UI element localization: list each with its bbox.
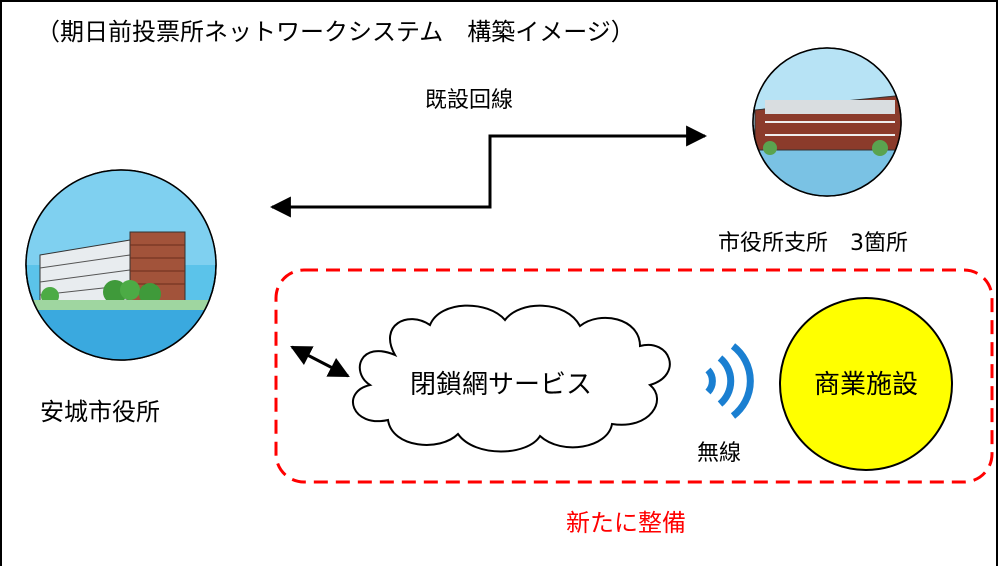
branch-office-image <box>752 47 902 197</box>
city-hall-label: 安城市役所 <box>40 398 160 426</box>
closed-network-label: 閉鎖網サービス <box>410 370 592 400</box>
closed-network-connector <box>290 345 350 378</box>
diagram-title: （期日前投票所ネットワークシステム 構築イメージ） <box>36 18 635 46</box>
city-hall-image <box>25 169 217 361</box>
commercial-facility-circle <box>779 297 953 471</box>
new-development-area <box>274 268 994 484</box>
closed-network-cloud <box>352 304 671 453</box>
wireless-label: 無線 <box>697 441 741 466</box>
wireless-icon <box>705 343 754 419</box>
new-development-label: 新たに整備 <box>566 509 686 537</box>
branch-office-label: 市役所支所 3箇所 <box>718 231 908 256</box>
commercial-facility-label: 商業施設 <box>814 370 918 400</box>
existing-line-label: 既設回線 <box>425 88 513 113</box>
existing-line-arrow <box>269 125 708 218</box>
